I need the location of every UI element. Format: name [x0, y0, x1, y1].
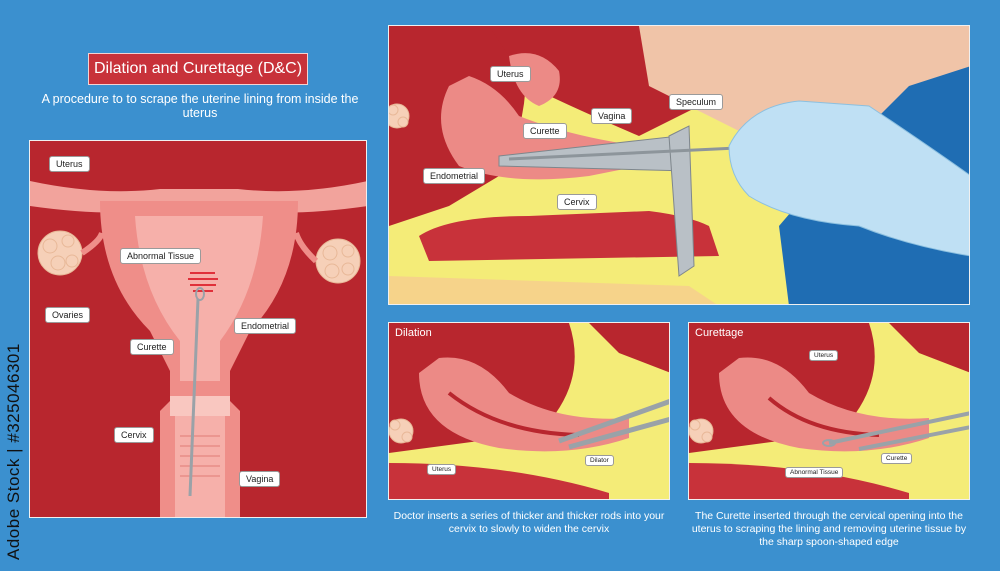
right-ovary: [315, 238, 361, 284]
ovary-curettage: [689, 418, 714, 444]
frontal-uterus-illustration: [30, 141, 366, 517]
label-curette-curettage: Curette: [881, 453, 913, 464]
ovary-top: [389, 103, 410, 129]
label-speculum-top: Speculum: [669, 94, 724, 110]
label-curette-top: Curette: [523, 123, 567, 139]
label-curette: Curette: [130, 339, 174, 355]
stock-watermark: Adobe Stock | #325046301: [4, 343, 23, 560]
curette-instrument-side: [828, 411, 969, 451]
label-endometrial: Endometrial: [234, 318, 297, 334]
sagittal-procedure-panel: Uterus Vagina Speculum Curette Endometri…: [388, 25, 970, 305]
label-vagina-top: Vagina: [591, 108, 633, 124]
gloved-hand: [728, 100, 969, 257]
curettage-panel: Curettage Uterus Abnormal Tissue Curette: [688, 322, 970, 500]
dilator-instrument: [558, 399, 669, 450]
label-uterus-curettage: Uterus: [809, 350, 839, 361]
dilation-panel: Dilation Uterus Dilator: [388, 322, 670, 500]
label-cervix: Cervix: [114, 427, 154, 443]
label-endometrial-top: Endometrial: [423, 168, 486, 184]
label-abnormal-tissue-curettage: Abnormal Tissue: [785, 467, 844, 478]
label-uterus-dilation: Uterus: [427, 464, 457, 475]
curettage-title: Curettage: [695, 327, 744, 339]
label-ovaries: Ovaries: [45, 307, 91, 323]
ovary-dilation: [389, 418, 414, 444]
label-dilator: Dilator: [585, 455, 614, 466]
curette-instrument: [188, 298, 200, 497]
curettage-caption: The Curette inserted through the cervica…: [691, 510, 967, 548]
label-uterus-top: Uterus: [490, 66, 531, 82]
label-vagina: Vagina: [239, 471, 281, 487]
label-abnormal-tissue: Abnormal Tissue: [120, 248, 202, 264]
page-subtitle: A procedure to to scrape the uterine lin…: [41, 92, 359, 120]
sagittal-procedure-illustration: [389, 26, 969, 304]
dilation-caption: Doctor inserts a series of thicker and t…: [393, 510, 665, 535]
label-cervix-top: Cervix: [557, 194, 597, 210]
frontal-uterus-panel: Uterus Abnormal Tissue Ovaries Endometri…: [29, 140, 367, 518]
label-uterus: Uterus: [49, 156, 90, 172]
left-ovary: [37, 230, 83, 276]
page-title: Dilation and Curettage (D&C): [88, 53, 308, 85]
dilation-title: Dilation: [395, 327, 432, 339]
